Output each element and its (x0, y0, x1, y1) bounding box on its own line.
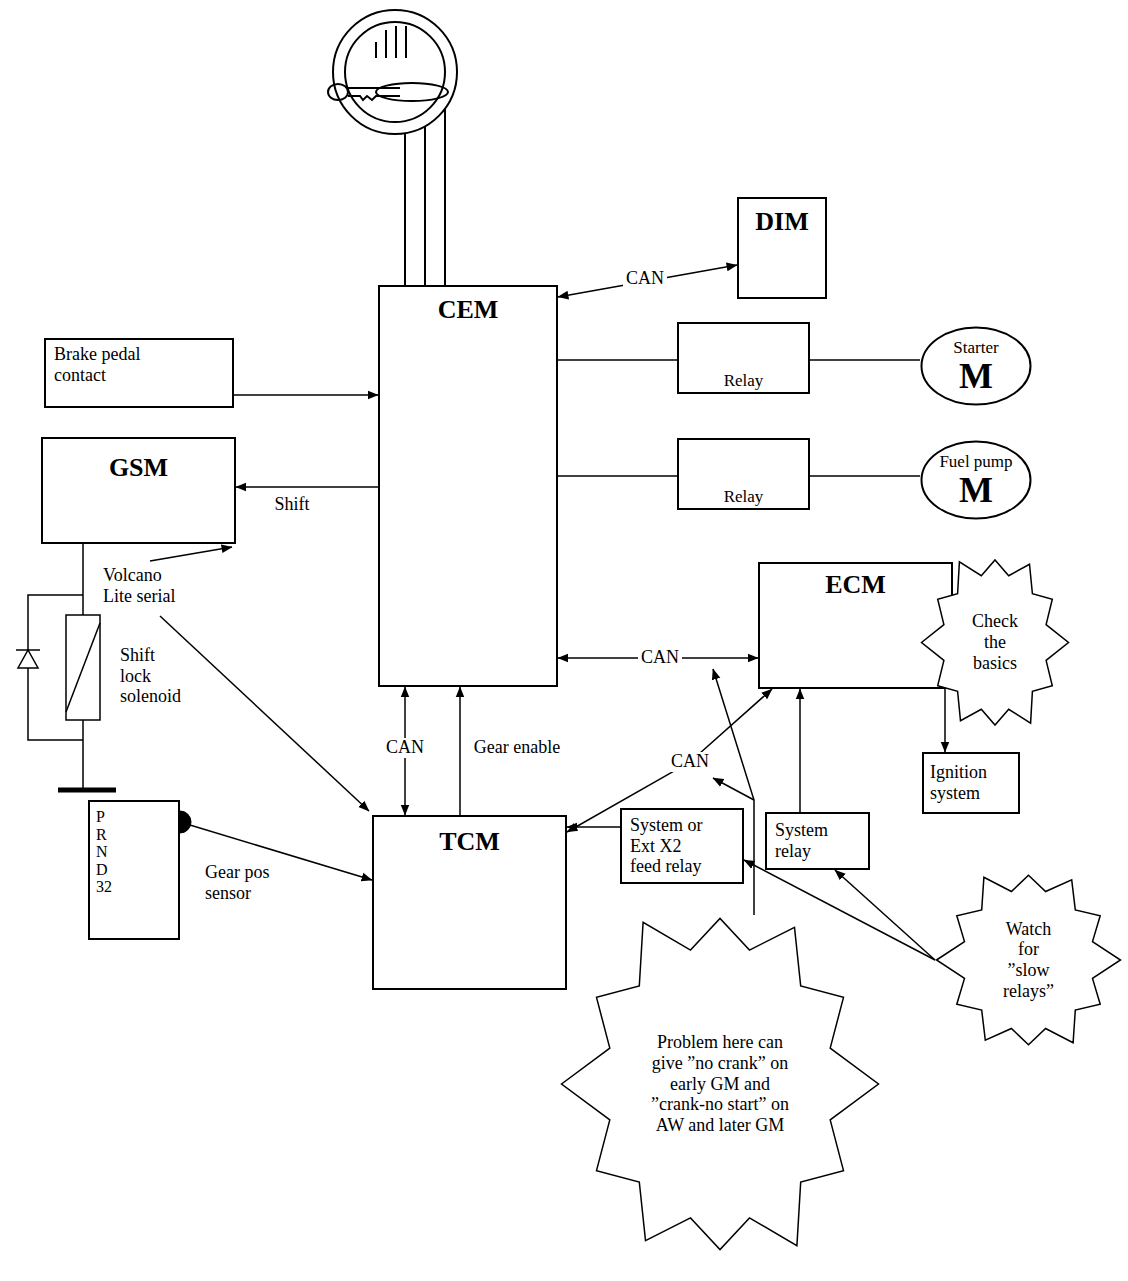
node-text: PRND32 (96, 808, 112, 896)
connector (810, 359, 920, 361)
node-text: System or Ext X2 feed relay (630, 815, 710, 877)
node-text: Fuel pump (939, 452, 1012, 472)
module-box: CEM (378, 285, 558, 687)
connector (236, 486, 378, 488)
motor-circle: Fuel pumpM (920, 440, 1032, 520)
node-text: Problem here can give ”no crank” on earl… (643, 1032, 798, 1135)
node-heading: M (959, 358, 993, 394)
connector (944, 689, 946, 752)
node-text: System relay (775, 820, 837, 861)
callout-starburst: Watch for ”slow relays” (935, 860, 1122, 1060)
circle-outline (922, 328, 1031, 405)
relay-box: System or Ext X2 feed relay (620, 808, 744, 884)
node-text: Check the basics (964, 611, 1026, 673)
module-box: TCM (372, 815, 567, 990)
ignition-lock (328, 10, 457, 285)
edge-label: CAN (383, 738, 427, 758)
relay-box: Relay (677, 438, 810, 510)
connector (558, 359, 677, 361)
callout-starburst: Problem here can give ”no crank” on earl… (560, 890, 880, 1278)
connector (558, 475, 677, 477)
switch-box: Brake pedal contact (44, 338, 234, 408)
node-heading: CEM (438, 295, 499, 325)
node-text: Relay (724, 371, 764, 391)
starburst-outline (922, 560, 1069, 725)
connector (835, 870, 935, 960)
module-box: ECM (758, 562, 953, 689)
node-heading: M (959, 472, 993, 508)
starburst-outline (562, 918, 879, 1249)
node-heading: ECM (825, 570, 886, 600)
motor-circle: StarterM (920, 326, 1032, 406)
connector (567, 826, 620, 828)
annotation-label: Gear pos sensor (205, 862, 285, 903)
circle-outline (922, 442, 1031, 519)
node-text: Relay (724, 487, 764, 507)
connector (799, 689, 801, 812)
connector (558, 265, 737, 297)
connector (459, 687, 461, 815)
relay-box: Relay (677, 322, 810, 394)
module-box: DIM (737, 197, 827, 299)
node-text: Starter (953, 338, 998, 358)
connector (234, 394, 378, 396)
callout-starburst: Check the basics (920, 545, 1070, 740)
shift-lock-circuit (16, 544, 116, 790)
annotation-label: Shift lock solenoid (120, 645, 190, 707)
node-heading: DIM (755, 207, 808, 237)
module-box: GSM (41, 437, 236, 544)
edge-label: CAN (623, 269, 667, 289)
node-heading: TCM (439, 827, 500, 857)
system-box: Ignition system (922, 752, 1020, 814)
starburst-outline (937, 875, 1121, 1044)
node-text: Watch for ”slow relays” (997, 919, 1061, 1002)
connector (810, 475, 920, 477)
relay-box: System relay (765, 812, 870, 870)
edge-label: Gear enable (471, 738, 563, 758)
node-text: Ignition system (930, 762, 1010, 803)
node-heading: GSM (109, 453, 168, 483)
sensor-box: PRND32 (88, 800, 180, 940)
edge-label: Shift (271, 495, 312, 515)
edge-label: CAN (668, 752, 712, 772)
annotation-label: Volcano Lite serial (103, 565, 188, 606)
edge-label: CAN (638, 648, 682, 668)
node-text: Brake pedal contact (54, 344, 154, 385)
